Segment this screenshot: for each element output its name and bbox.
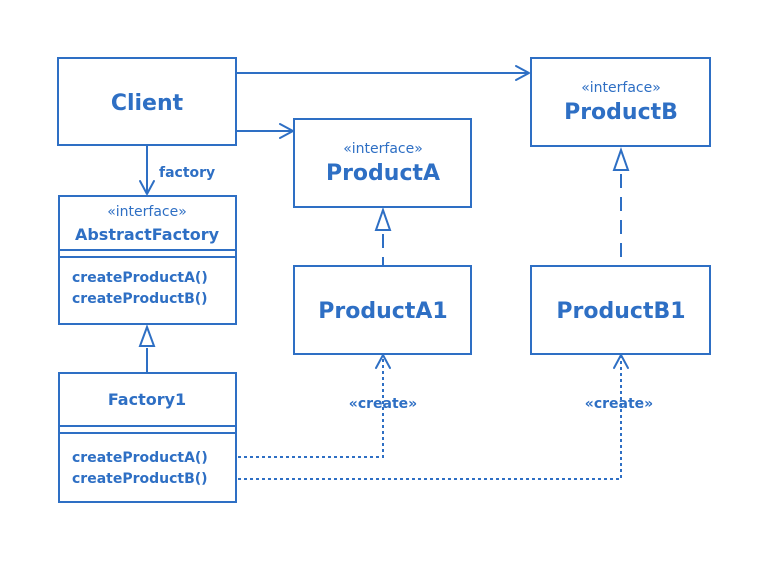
productb-name: ProductB bbox=[564, 100, 678, 125]
abstractfactory-stereotype: «interface» bbox=[107, 204, 187, 220]
create-productb1-dependency bbox=[238, 357, 622, 480]
abstractfactory-interface: «interface» AbstractFactory createProduc… bbox=[58, 195, 237, 325]
producta1-realization-head bbox=[374, 206, 392, 231]
abstractfactory-operation-a: createProductA() bbox=[72, 270, 208, 286]
producta1-box bbox=[293, 265, 472, 355]
create-producta1-label: «create» bbox=[349, 396, 417, 412]
productb-interface: «interface» ProductB bbox=[530, 57, 711, 147]
producta-interface: «interface» ProductA bbox=[293, 118, 472, 208]
productb-stereotype: «interface» bbox=[581, 80, 661, 96]
factory1-name: Factory1 bbox=[108, 390, 186, 409]
client-class-box bbox=[57, 57, 237, 146]
factory1-box bbox=[58, 372, 237, 503]
create-productb1-label: «create» bbox=[585, 396, 653, 412]
abstractfactory-name: AbstractFactory bbox=[75, 225, 220, 244]
producta-interface-box bbox=[293, 118, 472, 208]
client-to-productb-arrowhead bbox=[515, 65, 530, 81]
productb-interface-box bbox=[530, 57, 711, 147]
producta1-class: ProductA1 bbox=[293, 265, 472, 355]
productb1-realization-head bbox=[612, 146, 630, 171]
create-producta1-dependency bbox=[238, 357, 384, 458]
factory1-realization-head bbox=[138, 324, 156, 347]
productb1-class: ProductB1 bbox=[530, 265, 711, 355]
factory-role-label: factory bbox=[159, 165, 215, 181]
producta-stereotype: «interface» bbox=[343, 141, 423, 157]
producta-name: ProductA bbox=[326, 161, 440, 186]
factory1-class: Factory1 createProductA() createProductB… bbox=[58, 372, 237, 503]
abstractfactory-operation-b: createProductB() bbox=[72, 291, 208, 307]
productb1-box bbox=[530, 265, 711, 355]
client-class-name: Client bbox=[111, 91, 184, 116]
producta1-name: ProductA1 bbox=[318, 299, 447, 324]
productb1-name: ProductB1 bbox=[556, 299, 685, 324]
client-class: Client bbox=[57, 57, 237, 146]
factory1-operation-a: createProductA() bbox=[72, 450, 208, 466]
client-to-abstractfactory-arrowhead bbox=[139, 180, 155, 195]
abstractfactory-box bbox=[58, 195, 237, 325]
factory1-operation-b: createProductB() bbox=[72, 471, 208, 487]
